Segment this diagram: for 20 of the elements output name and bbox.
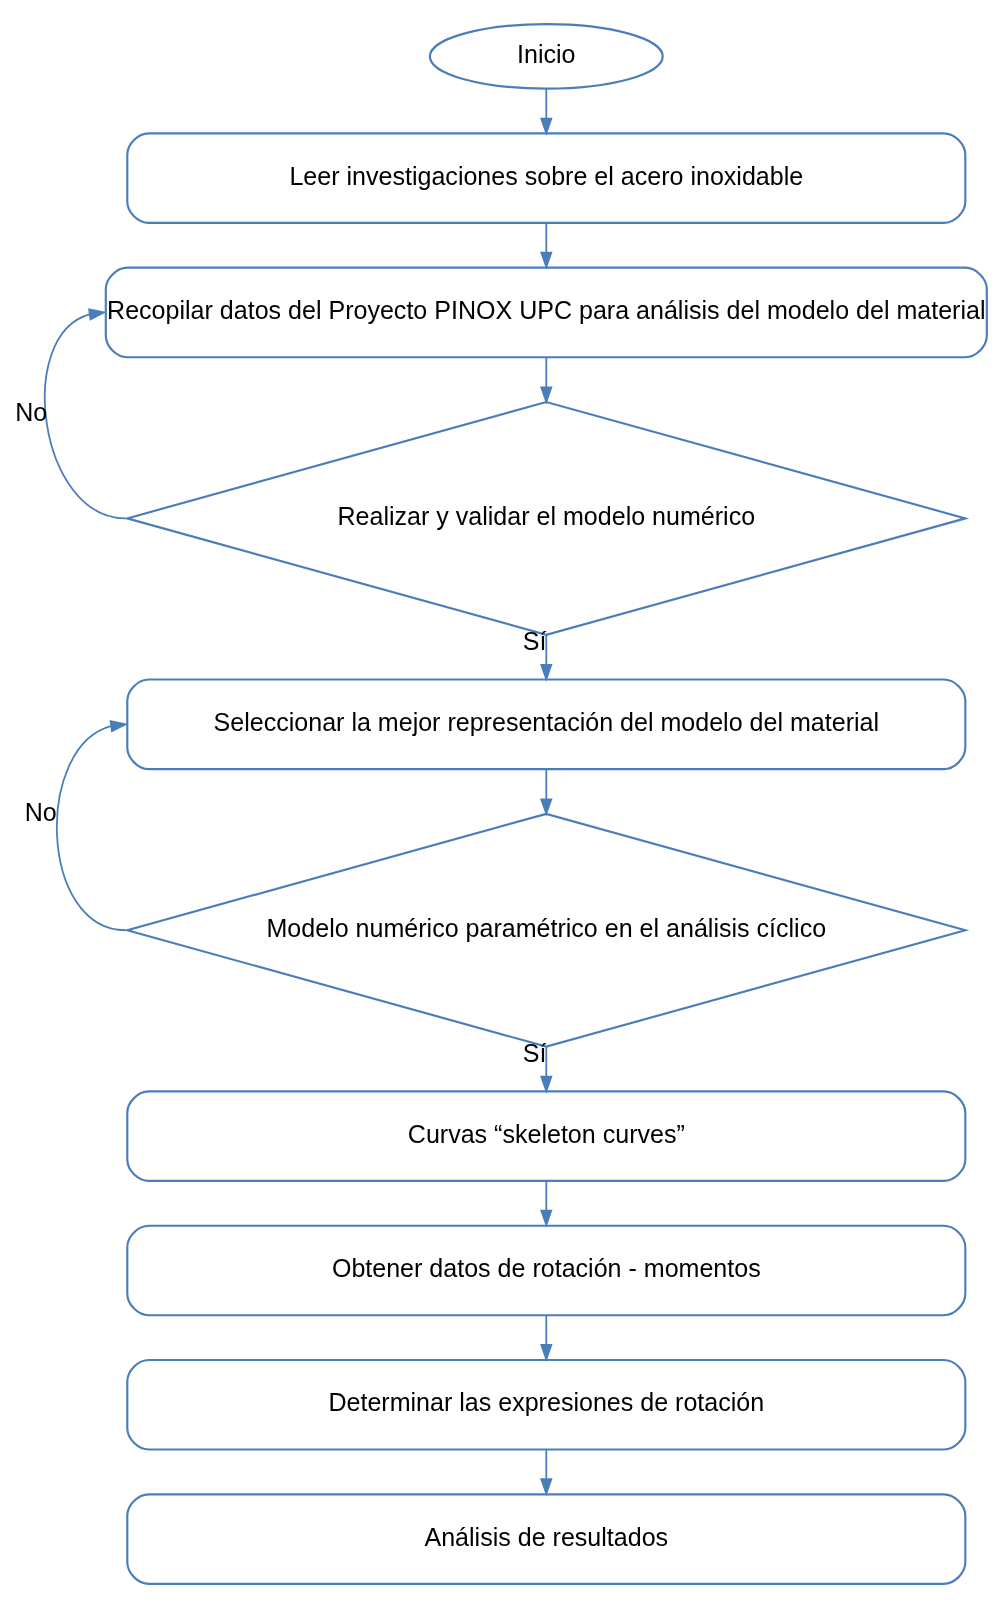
arrow — [43, 307, 127, 519]
node-box: Análisis de resultados — [126, 1492, 967, 1585]
node-box: Recopilar datos del Proyecto PINOX UPC para análisis del modelo del material — [104, 266, 988, 358]
arrow — [540, 222, 553, 270]
arrow — [540, 633, 553, 682]
arrow — [540, 1448, 553, 1496]
node-box: Leer investigaciones sobre el acero inoxidable — [126, 131, 967, 224]
node-box: Obtener datos de rotación - momentos — [126, 1224, 967, 1316]
arrow — [540, 1045, 553, 1094]
arrow — [540, 87, 553, 136]
arrow — [540, 768, 553, 816]
arrow — [56, 719, 129, 931]
edge-label: No — [24, 797, 57, 826]
arrow — [540, 1180, 553, 1228]
node-ellipse: Inicio — [428, 22, 664, 90]
node-box: Seleccionar la mejor representación del modelo del material — [126, 677, 967, 770]
node-box: Curvas “skeleton curves” — [126, 1089, 967, 1182]
node-box: Determinar las expresiones de rotación — [126, 1358, 967, 1451]
arrow — [540, 1314, 553, 1362]
arrow — [540, 356, 553, 404]
